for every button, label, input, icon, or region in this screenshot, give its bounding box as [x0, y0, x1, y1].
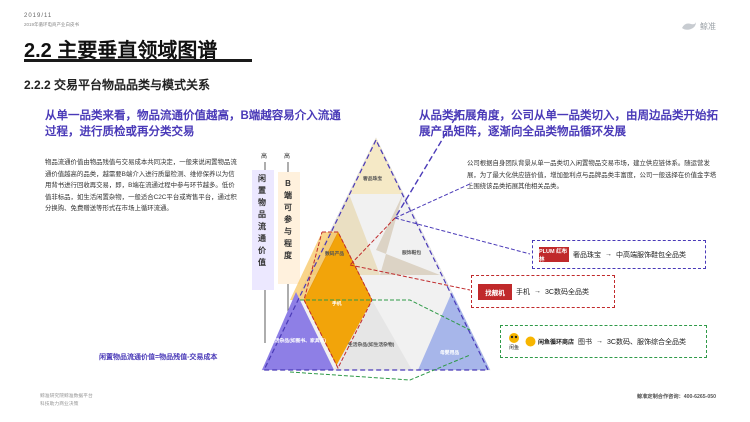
pyramid-bottom-mid: [334, 300, 412, 370]
shop-icon: [525, 336, 536, 347]
axis-participation-high: 高: [284, 154, 291, 160]
arrow-right-icon: →: [605, 251, 612, 258]
pyramid-bottom-right: [418, 292, 490, 370]
label-phone: 手机: [332, 300, 342, 307]
brand-name: 鲸准: [700, 21, 716, 31]
axis-value-high: 高: [261, 154, 268, 160]
label-bottom-mid: 生活杂品(如生活杂物): [348, 341, 395, 348]
xianyu-logo: 闲鱼: [507, 332, 521, 351]
axis-value-bg: [252, 170, 274, 290]
left-heading: 从单一品类来看，物品流通价值越高，B端越容易介入流通过程，进行质检或再分类交易: [45, 110, 341, 138]
left-body-text: 物品流通价值由物品残值与交易成本共同决定，一般来说闲置物品流通价值越高的品类，越…: [45, 159, 237, 212]
page-title: 2.2 主要垂直领域图谱: [24, 40, 218, 62]
whale-icon: [682, 22, 696, 30]
box1-target: 中高端服饰鞋包全品类: [616, 251, 686, 259]
outline-red: [303, 231, 373, 370]
label-digital: 数码产品: [325, 250, 344, 257]
value-formula: 闲置物品流通价值=物品残值-交易成本: [99, 354, 218, 361]
box3-text: 图书: [578, 338, 593, 346]
right-body-text: 公司根据自身团队背景从单一品类切入闲置物品交易市场，建立供应链体系。随运营发展，…: [467, 160, 717, 190]
title-underline: [24, 59, 252, 62]
label-bottom-left: 生活杂品(如图书、家具等): [270, 337, 326, 344]
right-heading: 从品类拓展角度，公司从单一品类切入，由周边品类开始拓展产品矩阵，逐渐向全品类物品…: [419, 110, 718, 138]
label-maternal: 母婴用品: [440, 349, 459, 356]
box1-text: 奢品珠宝: [573, 251, 601, 259]
plum-logo: PLUM 红布林: [539, 247, 569, 263]
fish-icon: [509, 333, 519, 343]
section-title: 2.2.2 交易平台物品品类与模式关系: [24, 78, 211, 92]
pyramid-top: [349, 138, 403, 194]
arrow-right-icon: →: [534, 288, 541, 295]
xianyu-shop-logo: 闲鱼循环商店: [525, 336, 574, 347]
zhaoliangji-logo: 找靓机: [478, 283, 512, 300]
footer-contact: 鲸准定制合作咨询：400-6265-050: [637, 394, 716, 400]
report-subtitle: 2019年循环电商产业白皮书: [24, 22, 80, 27]
label-luxury: 奢品珠宝: [362, 175, 382, 182]
category-box-plum: PLUM 红布林 奢品珠宝 → 中高端服饰鞋包全品类: [532, 240, 706, 269]
axis-participation-bg: [278, 172, 300, 284]
label-apparel: 服饰鞋包: [402, 249, 421, 256]
brand: 鲸准: [681, 20, 716, 32]
footer-line2: 科技助力商业决策: [40, 402, 79, 407]
report-date: 2019/11: [24, 13, 53, 19]
box2-text: 手机: [516, 288, 530, 296]
arrow-right-icon: →: [596, 338, 604, 345]
box3-target: 3C数码、服饰综合全品类: [607, 338, 686, 346]
outline-green: [300, 299, 471, 331]
pyramid-mid-right: [376, 194, 440, 275]
category-box-zhaoliangji: 找靓机 手机 → 3C数码全品类: [471, 275, 615, 308]
axis-value-caption: 闲置物品流通价值: [258, 174, 266, 267]
category-box-xianyu: 闲鱼 闲鱼循环商店 图书 → 3C数码、服饰综合全品类: [500, 325, 707, 358]
box2-target: 3C数码全品类: [545, 288, 589, 296]
footer-line1: 鲸准研究院鲸准数据平台: [40, 394, 93, 399]
pyramid-bottom-left: [262, 292, 334, 370]
